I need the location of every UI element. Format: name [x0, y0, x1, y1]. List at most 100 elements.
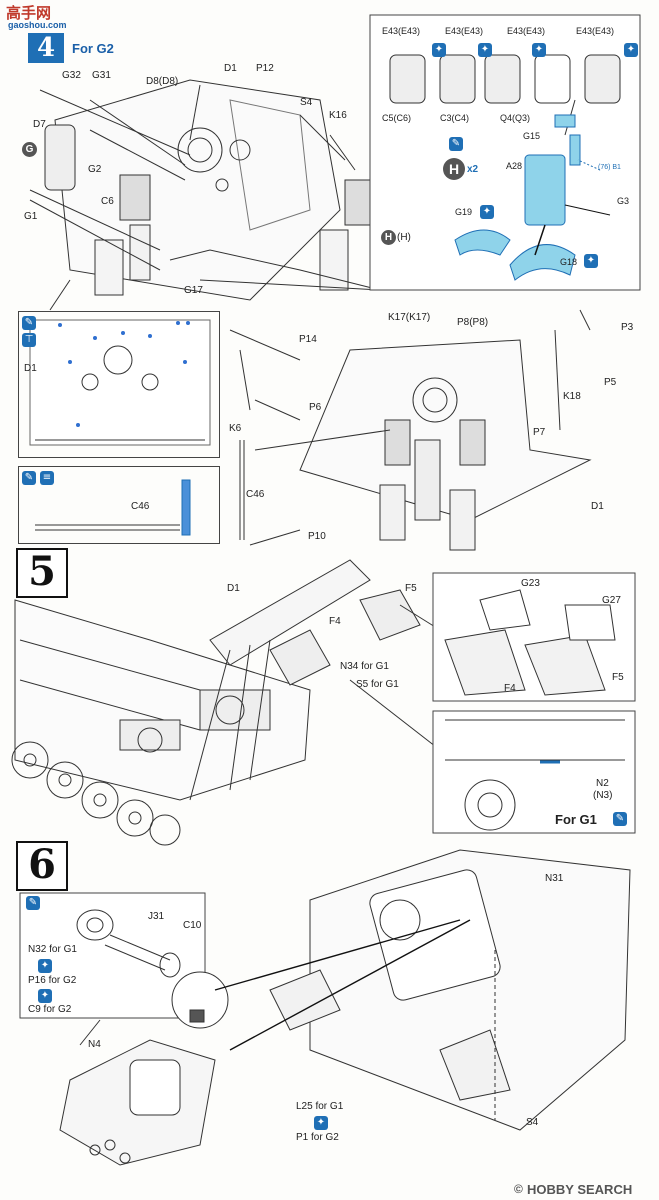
label-ref76: (76) B1: [598, 164, 621, 171]
paint-icon-g19: ✦: [480, 205, 494, 219]
watermark-bottom-brand: HOBBY SEARCH: [527, 1182, 633, 1197]
label-p14: P14: [299, 334, 317, 345]
step5-number: 5: [16, 548, 68, 598]
label-g19: G19: [455, 207, 473, 217]
label-g32: G32: [62, 70, 81, 81]
label-p3: P3: [621, 322, 634, 333]
watermark-bottom-copyright: ©: [514, 1182, 523, 1196]
label-f5-inset: F5: [612, 672, 624, 683]
paint-icon-g18: ✦: [584, 254, 598, 268]
label-n2: N2: [596, 778, 609, 789]
label-p8: P8(P8): [457, 317, 489, 328]
paint-icon-3: ✦: [532, 43, 546, 57]
g19-blue-part: [454, 229, 511, 256]
label-n3: (N3): [593, 790, 613, 801]
label-e43-3: E43(E43): [507, 26, 546, 36]
h-marker-icon: H: [381, 230, 396, 245]
label-c9: C9 for G2: [28, 1004, 72, 1015]
paint-icon-2: ✦: [478, 43, 492, 57]
label-g18: G18: [560, 257, 578, 267]
label-p12: P12: [256, 63, 274, 74]
step4-badge: 4: [28, 33, 64, 63]
step5-rear-plate: [209, 559, 371, 666]
paint-icon-c9: ✦: [38, 989, 52, 1003]
paint-icon-1: ✦: [432, 43, 446, 57]
label-k16: K16: [329, 110, 347, 121]
label-c5: C5(C6): [382, 113, 412, 123]
label-p10: P10: [308, 531, 326, 542]
label-a28: A28: [506, 161, 523, 171]
label-n31: N31: [545, 873, 564, 884]
inset-c46: [18, 466, 220, 544]
label-j31: J31: [148, 911, 165, 922]
label-g3: G3: [617, 196, 630, 206]
g-marker-icon: G: [22, 142, 37, 157]
label-p5: P5: [604, 377, 617, 388]
label-n4: N4: [88, 1039, 101, 1050]
label-c3: C3(C4): [440, 113, 470, 123]
brush-icon-for-g1: ✎: [613, 812, 627, 826]
label-s4-step6: S4: [526, 1117, 539, 1128]
label-p16: P16 for G2: [28, 975, 77, 986]
label-d8: D8(D8): [146, 76, 179, 87]
label-g15: G15: [523, 131, 541, 141]
hull-body-outline: [14, 599, 311, 801]
label-e43-2: E43(E43): [445, 26, 484, 36]
a28-blue-part: [524, 154, 566, 226]
brush-icon-c46: ✎: [22, 471, 36, 485]
label-n32: N32 for G1: [28, 944, 77, 955]
label-s4: S4: [300, 97, 313, 108]
label-c6: C6: [101, 196, 114, 207]
label-for-g1: For G1: [555, 812, 597, 827]
label-l25: L25 for G1: [296, 1101, 344, 1112]
label-g17: G17: [184, 285, 203, 296]
label-d1-lower: D1: [591, 501, 604, 512]
watermark-top-brand: 高手网: [6, 5, 52, 22]
label-d1-top: D1: [224, 63, 237, 74]
d1-lower-plate-outline: [299, 339, 592, 521]
label-e43-1: E43(E43): [382, 26, 421, 36]
h-x2-marker-icon: H: [443, 158, 465, 180]
label-c10: C10: [183, 920, 202, 931]
label-g23: G23: [521, 578, 540, 589]
brush-icon-step6: ✎: [26, 896, 40, 910]
label-k6: K6: [229, 423, 242, 434]
d1-plate-outline: [54, 79, 341, 301]
label-q4: Q4(Q3): [500, 113, 531, 123]
label-k17: K17(K17): [388, 312, 431, 323]
label-g31: G31: [92, 70, 111, 81]
label-s5: S5 for G1: [356, 679, 399, 690]
label-h-ref: (H): [397, 232, 411, 243]
label-g27: G27: [602, 595, 621, 606]
drill-icon: ⊤: [22, 333, 36, 347]
label-d7: D7: [33, 119, 46, 130]
brush-icon-d1: ✎: [22, 316, 36, 330]
label-g1: G1: [24, 211, 38, 222]
label-step5-d1: D1: [227, 583, 240, 594]
label-step5-f5: F5: [405, 583, 417, 594]
label-hx2: x2: [467, 164, 479, 175]
label-n34: N34 for G1: [340, 661, 389, 672]
step6-number: 6: [16, 841, 68, 891]
label-e43-4: E43(E43): [576, 26, 615, 36]
inset-d1: [18, 311, 220, 458]
label-c46: C46: [246, 489, 265, 500]
paint-icon-p1: ✦: [314, 1116, 328, 1130]
label-g2: G2: [88, 164, 102, 175]
label-p1: P1 for G2: [296, 1132, 339, 1143]
label-c46-inset: C46: [131, 501, 150, 512]
step4-variant-label: For G2: [72, 41, 114, 56]
label-f4-inset: F4: [504, 683, 516, 694]
label-k18: K18: [563, 391, 581, 402]
paint-icon-p16: ✦: [38, 959, 52, 973]
stripes-icon: ≡: [40, 471, 54, 485]
label-d1-inset: D1: [24, 363, 37, 374]
brush-icon: ✎: [449, 137, 463, 151]
label-p6: P6: [309, 402, 322, 413]
paint-icon-4: ✦: [624, 43, 638, 57]
label-p7: P7: [533, 427, 546, 438]
label-step5-f4: F4: [329, 616, 341, 627]
g18-blue-part: [509, 244, 576, 281]
